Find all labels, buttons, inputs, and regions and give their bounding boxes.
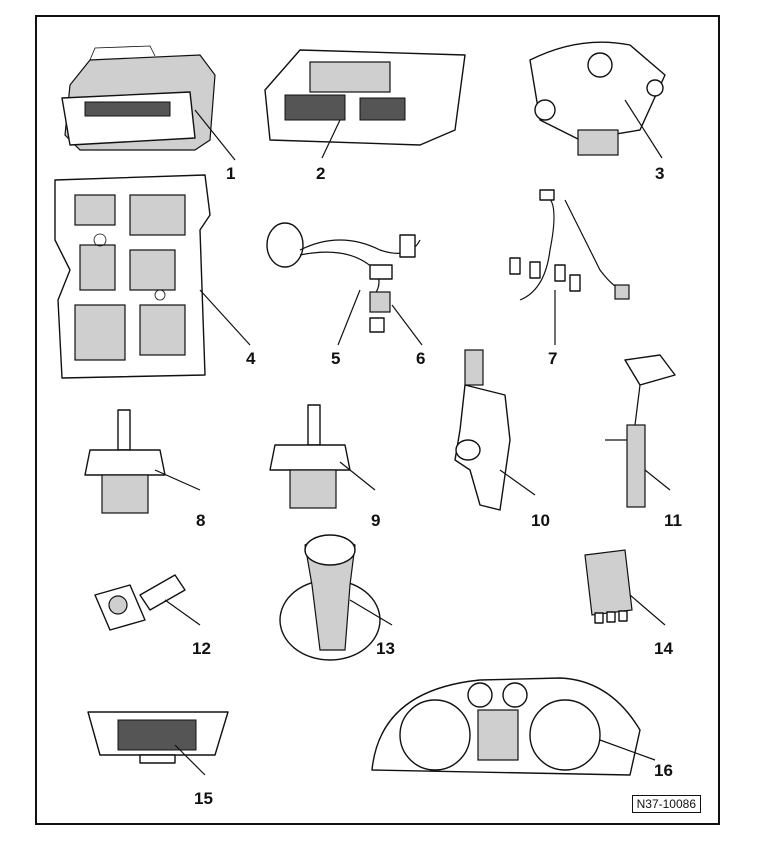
callout-8: 8: [196, 511, 206, 530]
component-15-diagnostic-connector: [87, 711, 229, 776]
component-7-wiring-harness: [509, 189, 630, 345]
callout-16: 16: [654, 761, 673, 780]
component-10-speed-sensor: [454, 349, 536, 511]
callout-12: 12: [192, 639, 211, 658]
component-11-sensor: [605, 354, 676, 508]
callout-14: 14: [654, 639, 673, 658]
component-3-range-switch: [529, 41, 666, 159]
callout-1: 1: [226, 164, 236, 183]
callout-4: 4: [246, 349, 256, 368]
component-12-sensor: [94, 574, 201, 631]
component-2-ecu: [264, 49, 466, 159]
callout-10: 10: [531, 511, 550, 530]
callout-13: 13: [376, 639, 395, 658]
callout-9: 9: [371, 511, 381, 530]
component-16-instrument-cluster: [371, 677, 656, 776]
callout-2: 2: [316, 164, 326, 183]
component-8-sensor: [84, 409, 201, 514]
callout-5: 5: [331, 349, 341, 368]
callout-11: 11: [664, 511, 682, 530]
component-9-sensor: [269, 404, 376, 509]
figure-reference-code: N37-10086: [631, 795, 701, 813]
callout-3: 3: [655, 164, 665, 183]
component-5-6-harness: [266, 222, 423, 346]
component-4-valve-body: [54, 174, 251, 379]
callout-7: 7: [548, 349, 558, 368]
component-13-gear-selector: [279, 534, 393, 661]
component-14-relay: [584, 549, 666, 626]
callout-15: 15: [194, 789, 213, 808]
callout-6: 6: [416, 349, 426, 368]
component-1-control-unit: [61, 45, 236, 161]
